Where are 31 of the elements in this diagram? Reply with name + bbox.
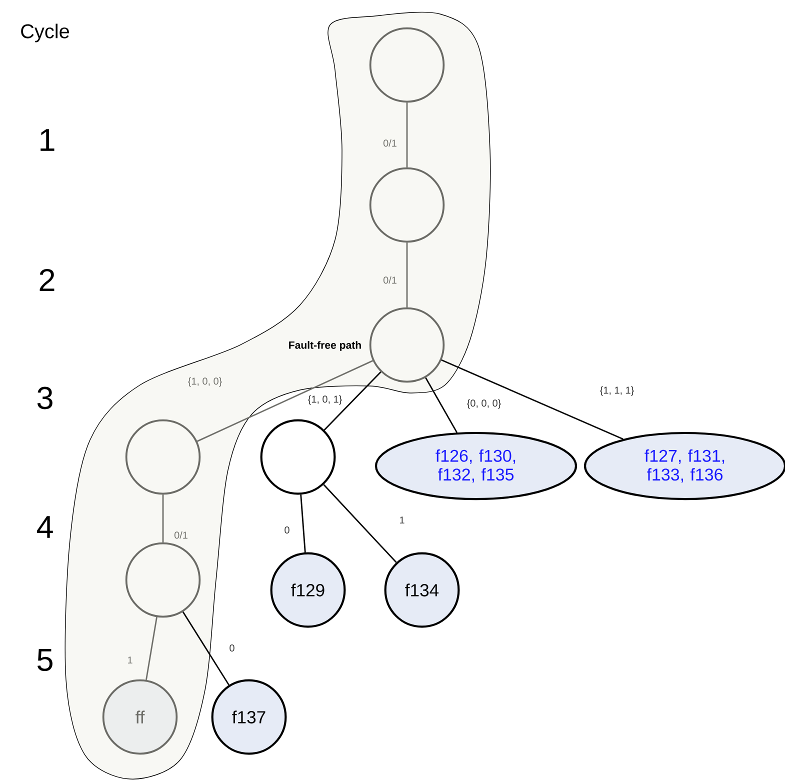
edge-line — [323, 484, 397, 563]
edge-line — [182, 611, 230, 686]
state-circle — [369, 167, 445, 243]
cycle-number: 1 — [40, 129, 54, 151]
edge-line — [406, 242, 408, 308]
edge-line — [406, 102, 408, 168]
edge-label: 0 — [283, 525, 291, 535]
edge-line — [146, 616, 158, 680]
edge-label: 0/1 — [172, 530, 190, 540]
edge-label: 1 — [398, 515, 406, 525]
cycle-number: 2 — [40, 268, 54, 292]
edge-line — [300, 494, 306, 552]
state-circle — [125, 419, 201, 495]
cycle-number: 4 — [36, 516, 53, 538]
edge-line — [196, 360, 374, 442]
cycle-number: 3 — [37, 386, 52, 410]
edge-line — [324, 371, 382, 430]
edge-label: 0/1 — [382, 138, 398, 148]
edge-line — [425, 377, 458, 433]
edge-label: {1, 0, 1} — [306, 394, 344, 406]
edge-label: 0 — [228, 643, 236, 653]
state-circle — [260, 419, 336, 495]
edge-line — [162, 494, 164, 542]
state-circle — [369, 307, 445, 383]
edge-label: {1, 0, 0} — [186, 376, 224, 388]
edge-label: {1, 1, 1} — [598, 385, 636, 397]
edge-line — [441, 359, 624, 440]
state-circle — [125, 542, 201, 618]
cycle-number: 5 — [37, 648, 52, 672]
state-circle — [369, 27, 445, 103]
edge-label: 0/1 — [382, 275, 398, 285]
